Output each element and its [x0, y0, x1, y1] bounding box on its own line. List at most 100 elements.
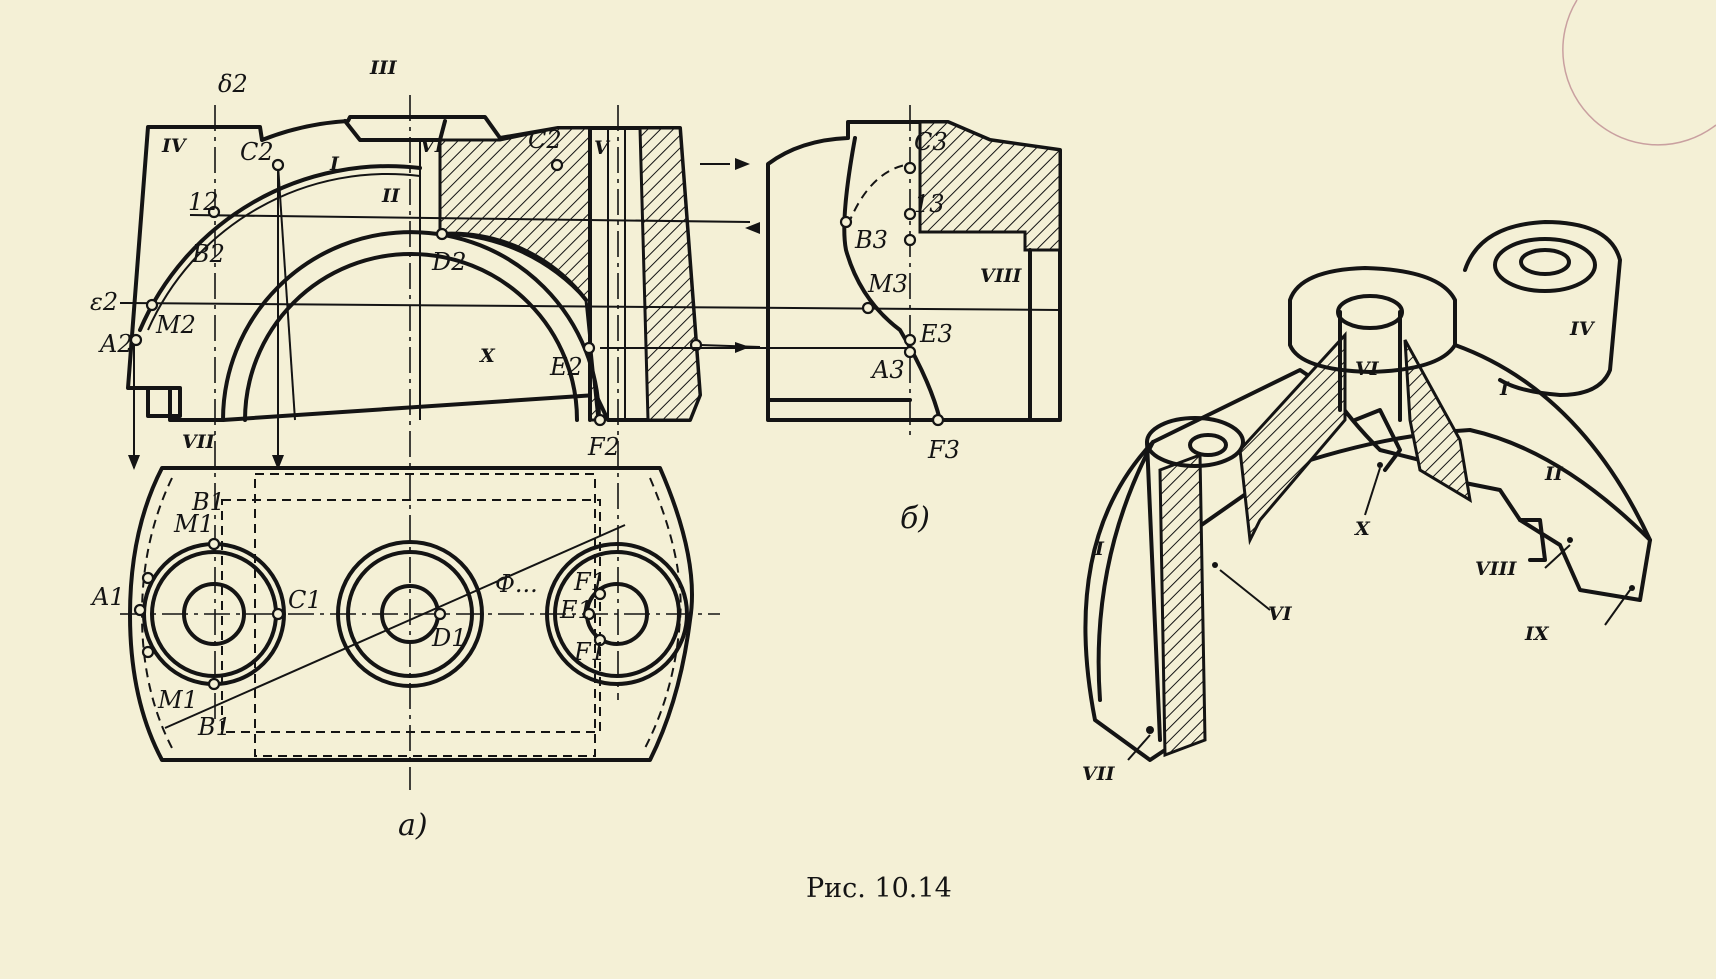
- iso-numeral-i-right: I: [1499, 378, 1510, 400]
- label-b1-top: B1: [191, 488, 225, 516]
- front-notch: [343, 119, 447, 142]
- point-a1: [133, 603, 147, 617]
- iso-numeral-viii: VIII: [1475, 558, 1518, 580]
- label-m2: M2: [155, 311, 196, 339]
- label-c2: C2: [240, 138, 274, 166]
- point-e3: [903, 333, 917, 347]
- label-m3: M3: [867, 270, 908, 298]
- front-arc-hatch-edge: [438, 231, 588, 302]
- side-hatch-section: [918, 120, 1062, 252]
- numeral-x: X: [479, 345, 496, 367]
- iso-center-boss-hole: [1336, 294, 1404, 330]
- label-f3: F3: [927, 436, 960, 464]
- label-c3: C3: [914, 128, 948, 156]
- projection-line-12: [189, 214, 751, 223]
- projection-line-e: [699, 344, 761, 348]
- iso-numeral-ix: IX: [1524, 623, 1550, 645]
- point-c2: [271, 158, 285, 172]
- iso-recess-viii: [1518, 518, 1547, 562]
- label-phi: Ф...: [495, 570, 538, 598]
- corner-stamp-arc: [1562, 0, 1716, 146]
- iso-numeral-iv: IV: [1569, 318, 1596, 340]
- iso-numeral-x: X: [1354, 518, 1371, 540]
- label-a2: A2: [98, 330, 133, 358]
- point-c1: [271, 607, 285, 621]
- label-13: 13: [914, 190, 945, 218]
- iso-left-boss-hole: [1188, 433, 1228, 457]
- iso-numeral-vii: VII: [1082, 763, 1116, 785]
- point-f3: [931, 413, 945, 427]
- point-f2: [593, 413, 607, 427]
- labels: δ2 C2 C2 12 B2 ε2 M2 A2 D2 E2 F2 III IV …: [90, 57, 1596, 904]
- numeral-i: I: [329, 153, 340, 175]
- front-outline: [126, 115, 702, 422]
- label-b3: B3: [854, 226, 888, 254]
- label-e3: E3: [919, 320, 953, 348]
- iso-step-x: [1353, 408, 1402, 472]
- label-a3: A3: [870, 356, 905, 384]
- top-view: [120, 466, 720, 762]
- label-e2: E2: [549, 353, 583, 381]
- numeral-iii: III: [369, 57, 398, 79]
- label-eps2: ε2: [90, 288, 118, 316]
- view-label-a: а): [398, 808, 428, 843]
- side-view: [600, 105, 1062, 440]
- front-arc-inner-2: [243, 252, 579, 422]
- point-f1-bottom: [593, 633, 607, 647]
- point-m1-bottom: [141, 645, 155, 659]
- construction-line: [277, 164, 296, 421]
- cutting-plane-line: [164, 524, 626, 729]
- point-e1: [582, 607, 596, 621]
- top-dash-right: [644, 477, 682, 749]
- label-m1-top: M1: [173, 510, 214, 538]
- numeral-ii: II: [381, 185, 401, 207]
- iso-shell-outline: [1083, 368, 1652, 762]
- front-arc-outer-2: [147, 173, 421, 331]
- label-f1-top: F1: [573, 568, 606, 596]
- horizontal-projection-line: [119, 302, 1061, 311]
- point-b1-bottom: [207, 677, 221, 691]
- point-13: [903, 207, 917, 221]
- isometric-view: [1083, 220, 1652, 762]
- point-f1-top: [593, 587, 607, 601]
- iso-center-boss: [1288, 266, 1457, 374]
- point-m2: [145, 298, 159, 312]
- point-m3: [861, 301, 875, 315]
- label-d1: D1: [431, 624, 467, 652]
- iso-hatch-left: [1158, 452, 1207, 758]
- point-b1-top: [207, 537, 221, 551]
- side-dash-curve: [847, 163, 911, 226]
- point-b3: [839, 215, 853, 229]
- label-c1: C1: [288, 586, 322, 614]
- point-d3: [903, 233, 917, 247]
- numeral-vii: VII: [182, 431, 216, 453]
- point-d1: [433, 607, 447, 621]
- point-c2-right: [550, 158, 564, 172]
- label-m1-bottom: M1: [157, 686, 198, 714]
- top-outline: [128, 466, 694, 762]
- point-c3: [903, 161, 917, 175]
- iso-boss-iv-top: [1493, 237, 1597, 293]
- numeral-vi: VI: [420, 135, 445, 157]
- iso-boss-iv-hole: [1519, 248, 1571, 276]
- iso-numeral-ii: II: [1544, 463, 1564, 485]
- front-arc-inner: [221, 230, 601, 422]
- point-m1-top: [141, 571, 155, 585]
- point-d2: [435, 227, 449, 241]
- label-c2-right: C2: [528, 126, 562, 154]
- iso-boss-iv: [1463, 220, 1622, 397]
- label-e1: E1: [559, 596, 593, 624]
- iso-numeral-i-left: I: [1094, 538, 1105, 560]
- label-b1-bottom: B1: [197, 713, 231, 741]
- iso-hatch-center: [1238, 331, 1347, 546]
- label-b2: B2: [191, 240, 225, 268]
- label-f2: F2: [587, 433, 620, 461]
- point-e2: [582, 341, 596, 355]
- front-arc-outer: [138, 164, 422, 332]
- point-a3: [903, 345, 917, 359]
- point-a2: [129, 333, 143, 347]
- iso-numeral-vi: VI: [1355, 358, 1380, 380]
- label-d2: D2: [431, 248, 467, 276]
